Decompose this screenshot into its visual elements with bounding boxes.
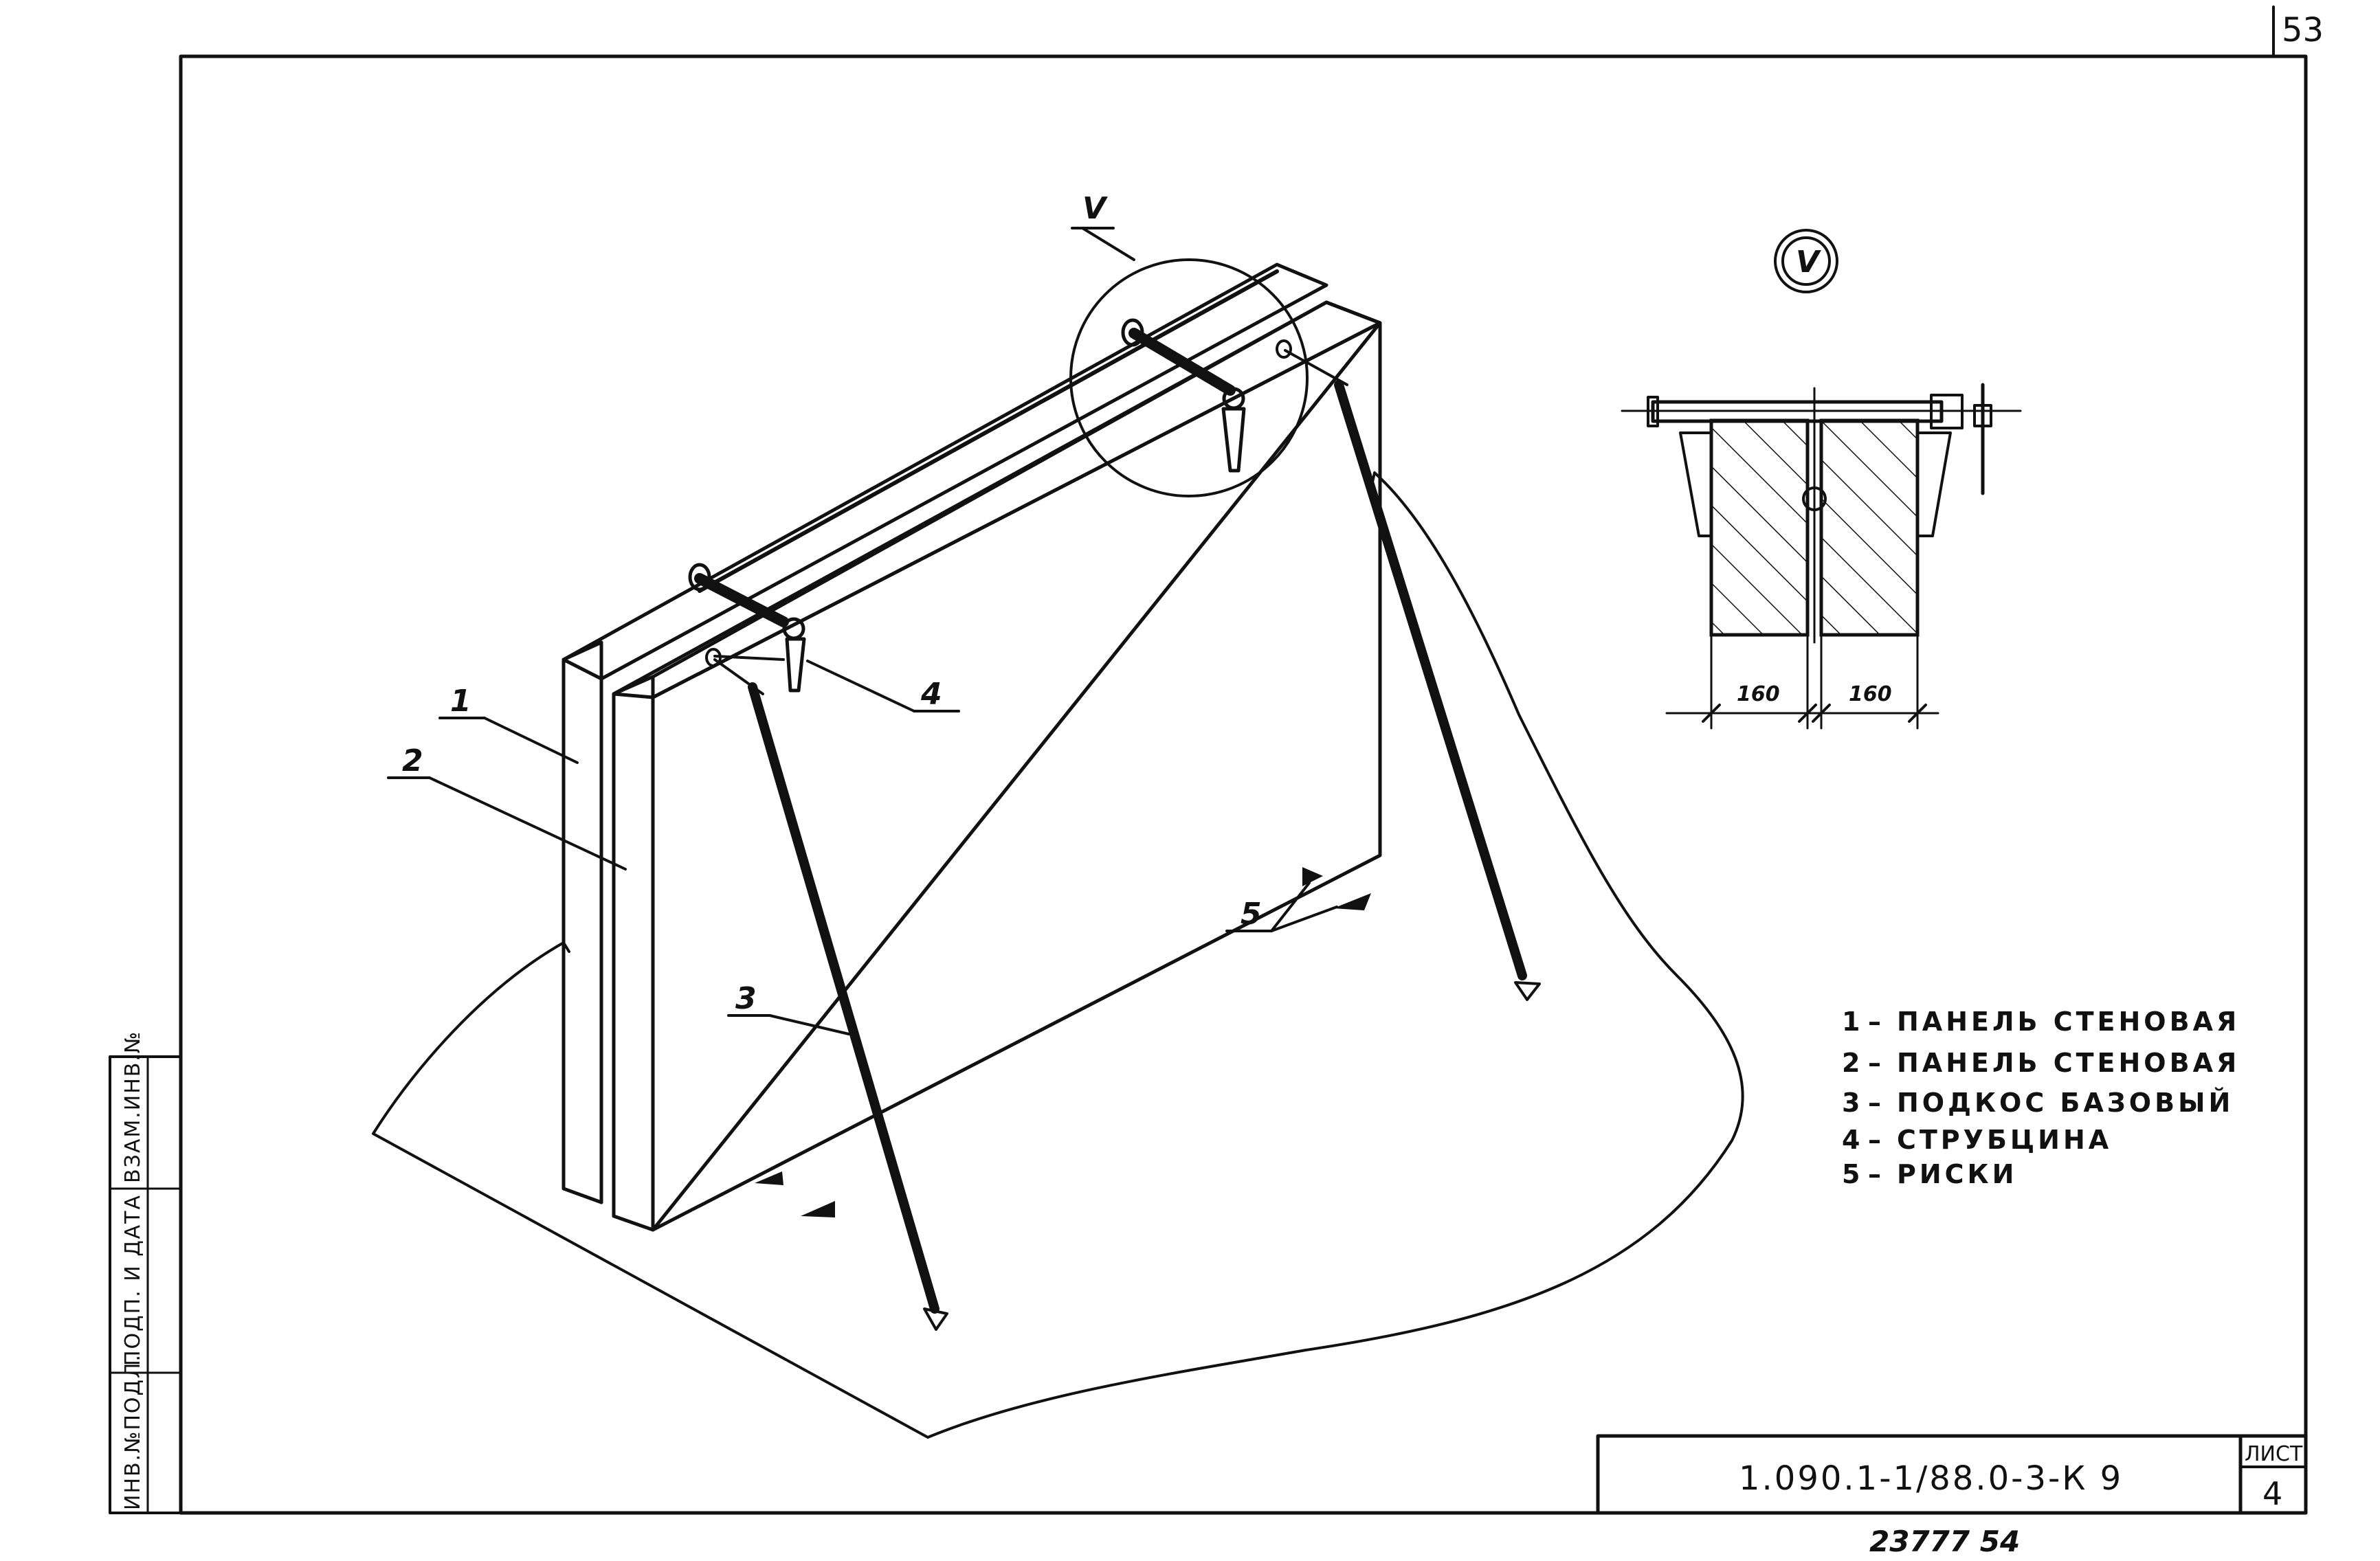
svg-text:1: 1: [1842, 1007, 1863, 1037]
detail-circle-v: [1069, 258, 1309, 497]
sheet-label: ЛИСТ: [2245, 1442, 2303, 1466]
leader-5b: [1270, 906, 1338, 932]
leader-1: [483, 717, 579, 764]
callout-4: 4: [920, 677, 942, 712]
mark-triangle-4: [801, 1201, 835, 1217]
legend-item-text: РИСКИ: [1897, 1159, 2017, 1189]
side-stamp-cell-2: ПОДП. И ДАТА: [121, 1194, 145, 1366]
brace-left: [705, 648, 948, 1331]
clamp-right: [1121, 318, 1246, 473]
document-code: 1.090.1-1/88.0-3-К 9: [1739, 1459, 2123, 1498]
callout-3: 3: [735, 981, 757, 1016]
svg-text:–: –: [1868, 1007, 1884, 1037]
legend-item-text: ПАНЕЛЬ СТЕНОВАЯ: [1897, 1007, 2240, 1037]
leader-2: [428, 776, 627, 871]
legend-item: 1 – ПАНЕЛЬ СТЕНОВАЯ: [1842, 1007, 2240, 1037]
legend: 1 – ПАНЕЛЬ СТЕНОВАЯ 2 – ПАНЕЛЬ СТЕНОВАЯ …: [1842, 1007, 2240, 1189]
page-number: 53: [2282, 11, 2324, 49]
clamp-left: [688, 563, 806, 693]
dimension-right: 160: [1849, 682, 1892, 706]
section-detail-v: [1621, 383, 2022, 644]
legend-item-text: ПАНЕЛЬ СТЕНОВАЯ: [1897, 1048, 2240, 1078]
side-stamp: ВЗАМ.ИНВ.№ ПОДП. И ДАТА ИНВ.№ПОДЛ.: [109, 1031, 182, 1514]
wall-panel-1: [561, 262, 1328, 1204]
leader-5a: [1270, 881, 1311, 932]
connecting-rod: [698, 269, 1279, 593]
detail-v-marker: V: [1774, 229, 1838, 293]
bottom-number: 23777 54: [1869, 1525, 2020, 1558]
legend-item: 3 – ПОДКОС БАЗОВЫЙ: [1842, 1088, 2234, 1118]
mark-triangle-2: [1333, 893, 1371, 910]
callout-5: 5: [1241, 897, 1262, 932]
wall-panel-2: [612, 300, 1382, 1232]
dimension-left: 160: [1737, 682, 1780, 706]
svg-text:–: –: [1868, 1125, 1884, 1155]
svg-text:–: –: [1868, 1159, 1884, 1189]
svg-text:3: 3: [1842, 1088, 1863, 1118]
svg-text:–: –: [1868, 1088, 1884, 1118]
detail-leader-v: [1081, 227, 1135, 261]
callout-2: 2: [402, 743, 423, 778]
leader-3: [768, 1014, 850, 1035]
svg-text:–: –: [1868, 1048, 1884, 1078]
brace-right: [1276, 339, 1541, 1001]
ground-surface: [372, 471, 1744, 1439]
side-stamp-cell-1: ИНВ.№ПОДЛ.: [121, 1354, 145, 1510]
leader-4: [806, 660, 915, 712]
callout-v: V: [1082, 191, 1108, 226]
section-panel-left: [1709, 418, 1810, 637]
side-stamp-cell-3: ВЗАМ.ИНВ.№: [121, 1031, 145, 1183]
legend-item: 2 – ПАНЕЛЬ СТЕНОВАЯ: [1842, 1048, 2240, 1078]
legend-item-text: СТРУБЦИНА: [1897, 1125, 2112, 1155]
mark-triangle-3: [755, 1171, 783, 1185]
legend-item-text: ПОДКОС БАЗОВЫЙ: [1897, 1088, 2234, 1118]
mark-triangle-1: [1302, 867, 1323, 886]
dimension-line: 160 160: [1665, 633, 1939, 730]
legend-item: 5 – РИСКИ: [1842, 1159, 2017, 1189]
section-panel-right: [1819, 418, 1920, 637]
legend-item: 4 – СТРУБЦИНА: [1842, 1125, 2112, 1155]
svg-text:2: 2: [1842, 1048, 1863, 1078]
callout-1: 1: [450, 684, 471, 719]
svg-text:4: 4: [1842, 1125, 1863, 1155]
drawing-frame: [179, 54, 2308, 1515]
title-block: 1.090.1-1/88.0-3-К 9 ЛИСТ 4: [1596, 1434, 2308, 1515]
detail-v-label: V: [1796, 245, 1821, 280]
svg-text:5: 5: [1842, 1159, 1863, 1189]
sheet-number: 4: [2262, 1475, 2282, 1512]
